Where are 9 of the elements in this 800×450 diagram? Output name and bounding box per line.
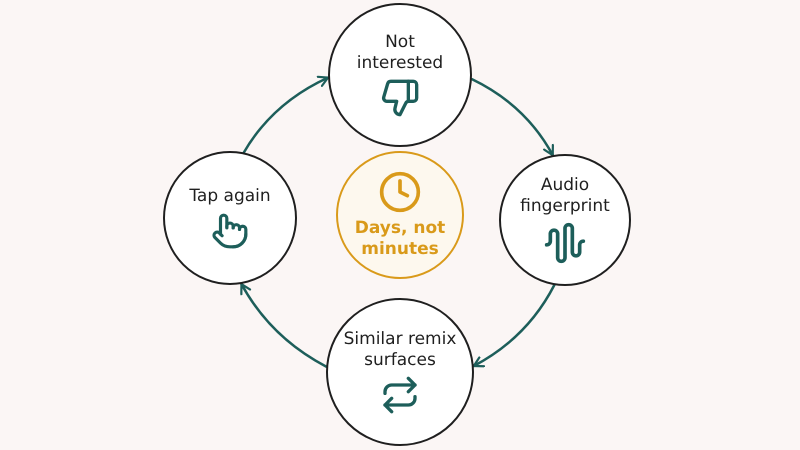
curved-arrow <box>240 282 328 368</box>
curved-arrow <box>242 76 330 154</box>
step-label: Tap again <box>189 186 271 208</box>
step-label: Similar remix surfaces <box>342 328 458 372</box>
curved-arrow <box>472 284 556 368</box>
step-label: Days, not minutes <box>354 218 446 260</box>
step-label: Audio fingerprint <box>519 174 611 218</box>
step-label: Not interested <box>356 32 444 74</box>
curved-arrow <box>470 78 554 156</box>
